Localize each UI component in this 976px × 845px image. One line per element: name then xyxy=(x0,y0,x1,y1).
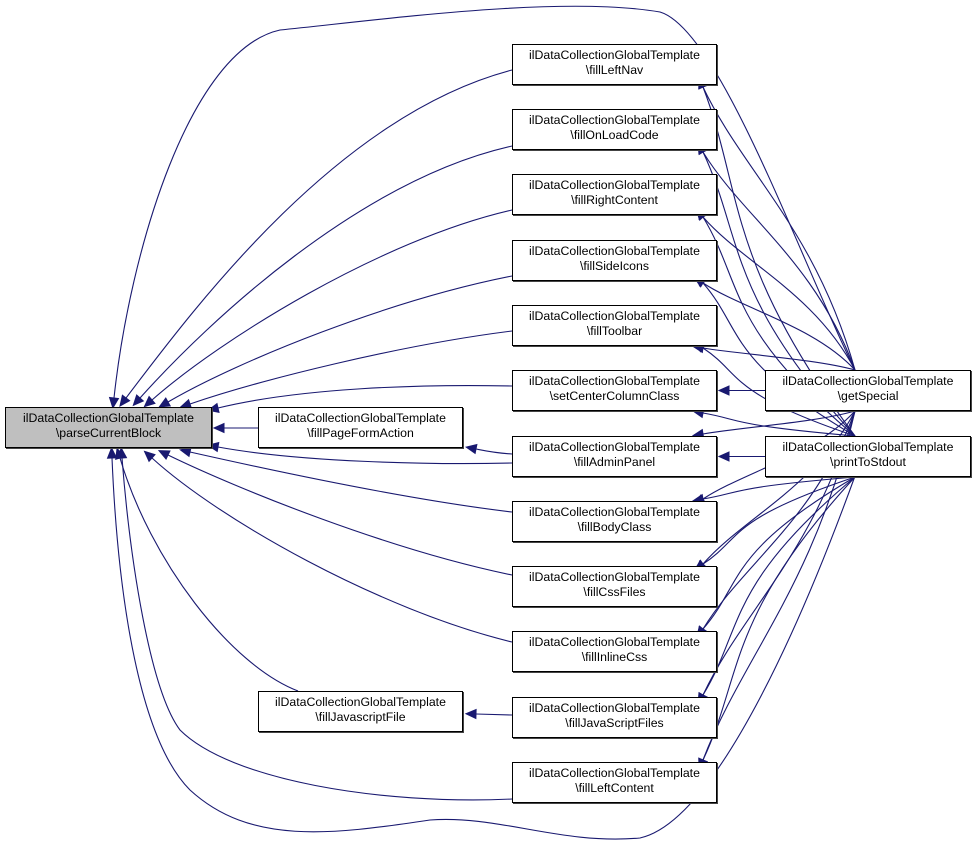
node-method-label: \fillLeftContent xyxy=(575,781,654,795)
node-fill-side-icons[interactable]: ilDataCollectionGlobalTemplate\fillSideI… xyxy=(512,240,717,281)
node-class-label: ilDataCollectionGlobalTemplate xyxy=(23,411,194,425)
arrowhead-icon xyxy=(157,450,171,460)
node-class-label: ilDataCollectionGlobalTemplate xyxy=(529,113,700,127)
edge-fillJavaScriptFiles-to-fillJavascriptFile xyxy=(475,713,513,716)
edge-fillAdminPanel-to-parseCurrentBlock xyxy=(217,446,513,465)
arrowhead-icon xyxy=(106,446,118,459)
edge-printToStdout-to-setCenterColumnClass xyxy=(702,412,856,437)
node-fill-admin-panel[interactable]: ilDataCollectionGlobalTemplate\fillAdmin… xyxy=(512,436,717,477)
node-class-label: ilDataCollectionGlobalTemplate xyxy=(782,374,954,388)
node-class-label: ilDataCollectionGlobalTemplate xyxy=(529,570,700,584)
arrowhead-icon xyxy=(464,443,478,455)
node-parse-current-block[interactable]: ilDataCollectionGlobalTemplate\parseCurr… xyxy=(5,407,212,448)
node-fill-css-files[interactable]: ilDataCollectionGlobalTemplate\fillCssFi… xyxy=(512,566,717,607)
node-method-label: \fillPageFormAction xyxy=(307,426,414,440)
edge-fillInlineCss-to-parseCurrentBlock xyxy=(151,457,513,643)
node-fill-right-content[interactable]: ilDataCollectionGlobalTemplate\fillRight… xyxy=(512,174,717,215)
edge-fillToolbar-to-parseCurrentBlock xyxy=(189,330,513,405)
node-method-label: \fillBodyClass xyxy=(577,520,652,534)
node-method-label: \getSpecial xyxy=(837,389,899,403)
node-method-label: \parseCurrentBlock xyxy=(55,426,162,440)
node-method-label: \printToStdout xyxy=(830,455,906,469)
arrowhead-icon xyxy=(116,446,128,459)
edge-printToStdout-to-fillJavaScriptFiles xyxy=(702,476,856,696)
node-fill-inline-css[interactable]: ilDataCollectionGlobalTemplate\fillInlin… xyxy=(512,631,717,672)
edge-getSpecial-to-fillOnLoadCode xyxy=(702,151,856,371)
node-method-label: \fillToolbar xyxy=(586,324,643,338)
node-class-label: ilDataCollectionGlobalTemplate xyxy=(529,374,700,388)
node-class-label: ilDataCollectionGlobalTemplate xyxy=(529,244,700,258)
node-class-label: ilDataCollectionGlobalTemplate xyxy=(275,695,446,709)
node-get-special[interactable]: ilDataCollectionGlobalTemplate\getSpecia… xyxy=(765,370,971,411)
node-method-label: \fillSideIcons xyxy=(579,259,650,273)
node-method-label: \setCenterColumnClass xyxy=(549,389,680,403)
edge-printToStdout-to-fillBodyClass xyxy=(702,476,856,500)
arrowhead-icon xyxy=(212,422,225,434)
node-fill-on-load-code[interactable]: ilDataCollectionGlobalTemplate\fillOnLoa… xyxy=(512,109,717,150)
edge-getSpecial-to-parseCurrentBlock xyxy=(113,5,856,399)
edge-printToStdout-to-fillLeftContent xyxy=(702,476,856,761)
node-fill-javascript-file[interactable]: ilDataCollectionGlobalTemplate\fillJavas… xyxy=(258,691,463,732)
node-method-label: \fillCssFiles xyxy=(583,585,646,599)
arrowhead-icon xyxy=(108,396,120,410)
node-class-label: ilDataCollectionGlobalTemplate xyxy=(529,178,700,192)
node-class-label: ilDataCollectionGlobalTemplate xyxy=(529,701,700,715)
node-method-label: \fillOnLoadCode xyxy=(570,128,659,142)
arrowhead-icon xyxy=(143,395,156,408)
node-method-label: \fillJavaScriptFiles xyxy=(565,716,664,730)
edge-printToStdout-to-fillToolbar xyxy=(702,347,856,437)
node-print-to-stdout[interactable]: ilDataCollectionGlobalTemplate\printToSt… xyxy=(765,436,971,477)
node-fill-left-nav[interactable]: ilDataCollectionGlobalTemplate\fillLeftN… xyxy=(512,44,717,85)
edges-layer xyxy=(106,5,856,840)
node-class-label: ilDataCollectionGlobalTemplate xyxy=(529,309,700,323)
node-method-label: \fillLeftNav xyxy=(585,63,644,77)
edge-fillAdminPanel-to-fillPageFormAction xyxy=(475,448,513,455)
edge-getSpecial-to-fillLeftNav xyxy=(702,86,856,371)
arrowhead-icon xyxy=(179,446,192,458)
arrowhead-icon xyxy=(464,708,477,720)
node-class-label: ilDataCollectionGlobalTemplate xyxy=(529,48,700,62)
edge-getSpecial-to-fillToolbar xyxy=(702,347,856,371)
arrowhead-icon xyxy=(143,450,156,463)
arrowhead-icon xyxy=(132,394,145,407)
node-set-center-column-class[interactable]: ilDataCollectionGlobalTemplate\setCenter… xyxy=(512,370,717,411)
edge-getSpecial-to-fillAdminPanel xyxy=(702,410,856,435)
edge-fillSideIcons-to-parseCurrentBlock xyxy=(167,275,513,403)
edge-setCenterColumnClass-to-parseCurrentBlock xyxy=(217,384,513,409)
node-fill-page-form-action[interactable]: ilDataCollectionGlobalTemplate\fillPageF… xyxy=(258,407,463,448)
node-method-label: \fillRightContent xyxy=(571,193,658,207)
edge-printToStdout-to-fillInlineCss xyxy=(702,476,856,630)
edge-fillOnLoadCode-to-parseCurrentBlock xyxy=(139,145,513,399)
arrowhead-icon xyxy=(717,385,730,396)
node-method-label: \fillAdminPanel xyxy=(573,455,656,469)
node-method-label: \fillJavascriptFile xyxy=(315,710,406,724)
edge-fillJavascriptFile-to-parseCurrentBlock xyxy=(119,457,299,692)
node-fill-toolbar[interactable]: ilDataCollectionGlobalTemplate\fillToolb… xyxy=(512,305,717,346)
node-class-label: ilDataCollectionGlobalTemplate xyxy=(529,440,700,454)
edge-fillRightContent-to-parseCurrentBlock xyxy=(151,209,513,401)
node-fill-left-content[interactable]: ilDataCollectionGlobalTemplate\fillLeftC… xyxy=(512,762,717,803)
edge-fillBodyClass-to-parseCurrentBlock xyxy=(189,451,513,513)
node-fill-java-script-files[interactable]: ilDataCollectionGlobalTemplate\fillJavaS… xyxy=(512,697,717,738)
edge-getSpecial-to-fillRightContent xyxy=(702,216,856,371)
edge-fillLeftNav-to-parseCurrentBlock xyxy=(125,69,513,399)
edge-printToStdout-to-parseCurrentBlock xyxy=(111,457,856,840)
node-class-label: ilDataCollectionGlobalTemplate xyxy=(529,635,700,649)
edge-fillLeftContent-to-parseCurrentBlock xyxy=(121,457,513,801)
arrowhead-icon xyxy=(119,394,131,407)
arrowhead-icon xyxy=(717,451,730,462)
node-class-label: ilDataCollectionGlobalTemplate xyxy=(529,505,700,519)
node-fill-body-class[interactable]: ilDataCollectionGlobalTemplate\fillBodyC… xyxy=(512,501,717,542)
node-class-label: ilDataCollectionGlobalTemplate xyxy=(529,766,700,780)
node-class-label: ilDataCollectionGlobalTemplate xyxy=(275,411,446,425)
node-method-label: \fillInlineCss xyxy=(581,650,648,664)
arrowhead-icon xyxy=(158,397,172,408)
edge-fillCssFiles-to-parseCurrentBlock xyxy=(167,454,513,576)
node-class-label: ilDataCollectionGlobalTemplate xyxy=(782,440,954,454)
edge-getSpecial-to-fillSideIcons xyxy=(702,282,856,371)
